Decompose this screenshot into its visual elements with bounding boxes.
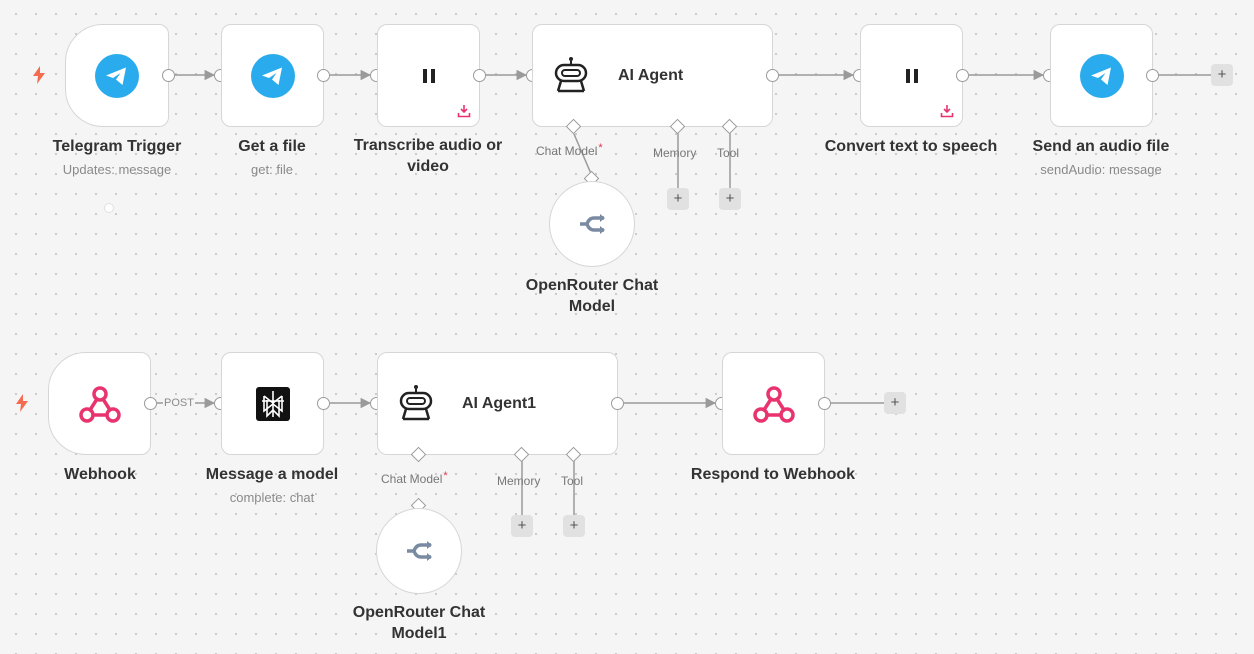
tool-label: Tool: [561, 474, 584, 488]
node-title: Webhook: [64, 466, 136, 483]
node-title: AI Agent1: [462, 395, 537, 412]
node-subtitle: Updates: message: [62, 162, 172, 177]
add-memory-button[interactable]: +: [667, 188, 689, 210]
node-title: Telegram Trigger: [52, 138, 182, 155]
trigger-bolt-icon: [32, 66, 46, 84]
edge-chatmodel-openrouter: [573, 133, 593, 177]
add-node-button[interactable]: +: [1211, 64, 1233, 86]
chat-model-label: Chat Model*: [381, 470, 448, 486]
webhook-icon: [752, 384, 796, 424]
telegram-trigger-node[interactable]: [65, 24, 169, 127]
add-tool-button[interactable]: +: [719, 188, 741, 210]
node-title: AI Agent: [618, 67, 684, 84]
ai-agent1-node[interactable]: AI Agent1: [377, 352, 618, 455]
webhook-icon: [78, 384, 122, 424]
add-tool-button[interactable]: +: [563, 515, 585, 537]
add-memory-button[interactable]: +: [511, 515, 533, 537]
memory-label: Memory: [653, 146, 697, 160]
webhook-node[interactable]: [48, 352, 151, 455]
output-port[interactable]: [1146, 69, 1159, 82]
ai-agent-node[interactable]: AI Agent: [532, 24, 773, 127]
memory-label: Memory: [497, 474, 541, 488]
edge-label-post: POST: [163, 397, 195, 409]
output-port[interactable]: [317, 397, 330, 410]
perplexity-icon: [255, 386, 290, 421]
text-to-speech-node[interactable]: [860, 24, 963, 127]
message-model-node[interactable]: [221, 352, 324, 455]
robot-icon: [396, 383, 436, 423]
pause-icon: [422, 68, 436, 84]
chat-model-label: Chat Model*: [536, 142, 603, 158]
telegram-icon: [95, 53, 139, 98]
ghost-port: [104, 203, 114, 213]
download-icon: [457, 104, 471, 118]
output-port[interactable]: [144, 397, 157, 410]
output-port[interactable]: [956, 69, 969, 82]
node-title: Transcribe audio or video: [353, 137, 503, 175]
trigger-bolt-icon: [15, 394, 29, 412]
output-port[interactable]: [818, 397, 831, 410]
output-port[interactable]: [766, 69, 779, 82]
download-icon: [940, 104, 954, 118]
openrouter-icon: [405, 539, 433, 563]
respond-to-webhook-node[interactable]: [722, 352, 825, 455]
output-port[interactable]: [162, 69, 175, 82]
tool-label: Tool: [717, 146, 740, 160]
robot-icon: [551, 55, 591, 95]
node-subtitle: complete: chat: [229, 490, 315, 505]
node-title: Get a file: [238, 138, 306, 155]
pause-icon: [905, 68, 919, 84]
openrouter-chat-model-node[interactable]: [549, 181, 635, 267]
add-node-button[interactable]: +: [884, 392, 906, 414]
telegram-icon: [1079, 53, 1124, 98]
node-title: Send an audio file: [1032, 138, 1170, 155]
node-title: OpenRouter Chat Model: [525, 277, 659, 315]
output-port[interactable]: [473, 69, 486, 82]
get-file-node[interactable]: [221, 24, 324, 127]
openrouter-icon: [578, 212, 606, 236]
node-subtitle: sendAudio: message: [1040, 162, 1162, 177]
transcribe-node[interactable]: [377, 24, 480, 127]
node-title: Respond to Webhook: [690, 466, 856, 483]
node-subtitle: get: file: [251, 162, 293, 177]
node-title: Convert text to speech: [824, 138, 998, 155]
output-port[interactable]: [611, 397, 624, 410]
openrouter-chat-model1-node[interactable]: [376, 508, 462, 594]
node-title: Message a model: [205, 466, 339, 483]
send-audio-node[interactable]: [1050, 24, 1153, 127]
node-title: OpenRouter Chat Model1: [352, 604, 486, 642]
telegram-icon: [250, 53, 295, 98]
output-port[interactable]: [317, 69, 330, 82]
